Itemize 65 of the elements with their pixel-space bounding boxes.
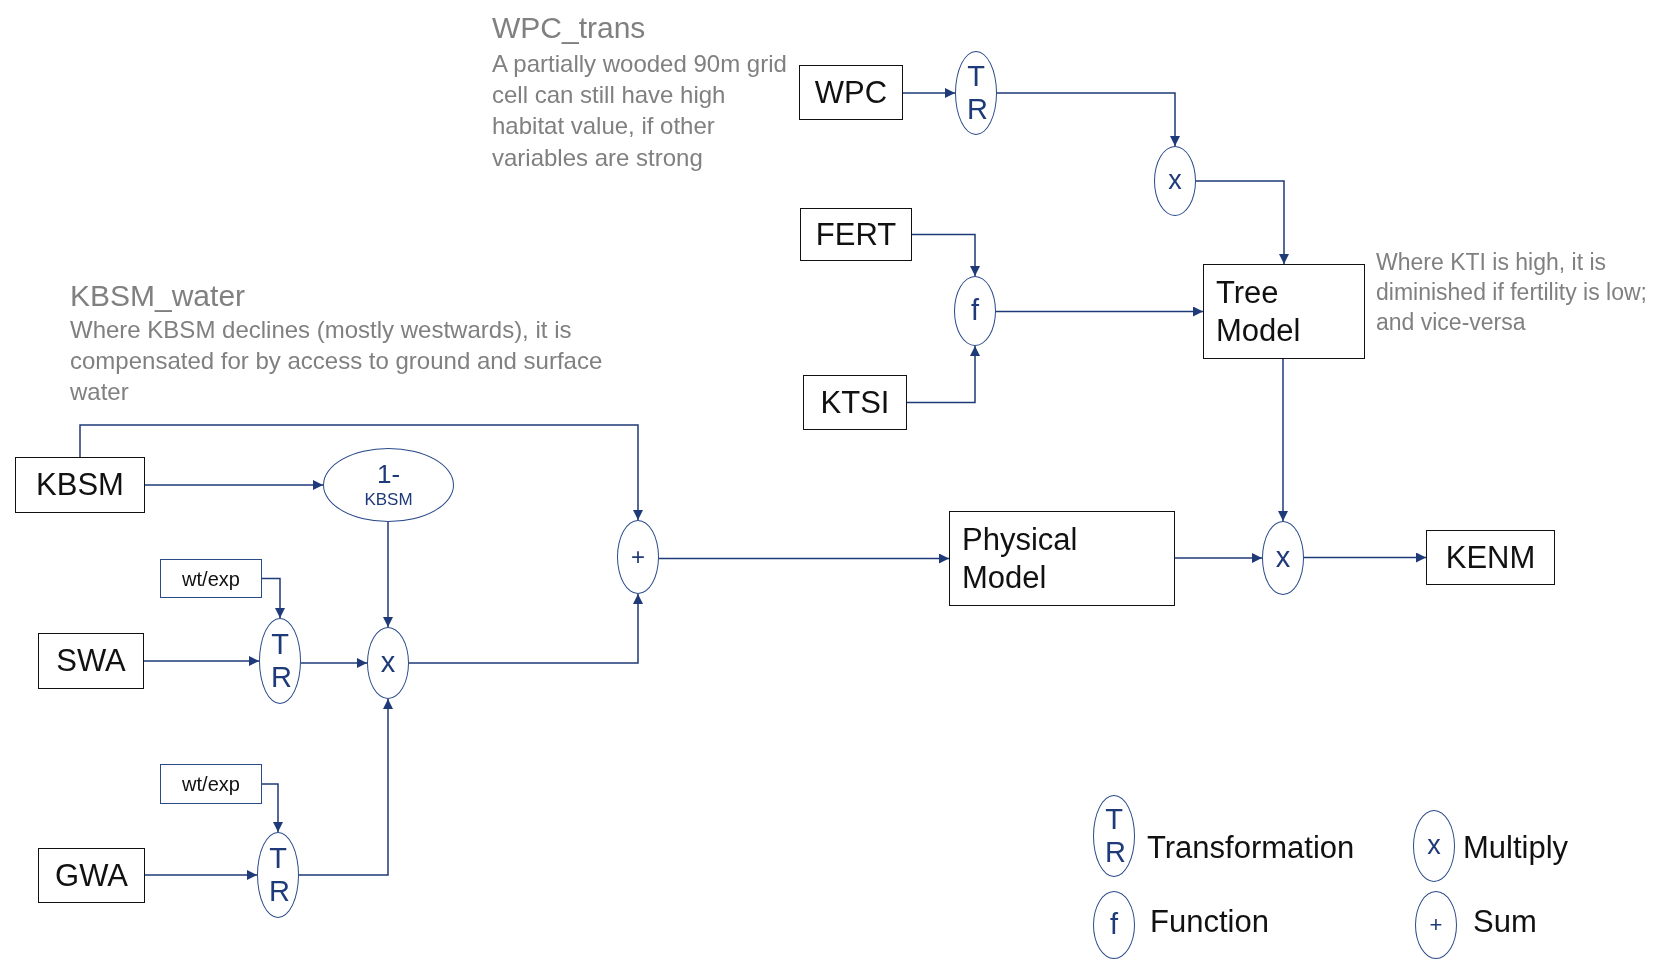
- process-box: [38, 848, 145, 903]
- arrow: [408, 593, 643, 664]
- arrow: [261, 783, 283, 833]
- arrow: [1278, 358, 1288, 522]
- note-text: Where KBSM declines (mostly westwards), it is compensated for by access to ground and surface water: [70, 315, 604, 408]
- node-label: KTSI: [820, 383, 890, 422]
- process-box: [1426, 530, 1555, 585]
- arrow: [906, 345, 980, 404]
- arrow: [300, 658, 368, 668]
- operator-symbol: T R: [271, 627, 289, 695]
- operator-symbol: T R: [967, 59, 985, 127]
- symbol-description: Transformation: [1147, 830, 1355, 866]
- operator-symbol: f: [969, 294, 981, 328]
- arrow: [1303, 552, 1427, 563]
- arrow: [1174, 553, 1263, 563]
- node-label: SWA: [56, 642, 126, 680]
- arrow: [144, 870, 258, 880]
- process-box: [160, 764, 262, 804]
- node-label: wt/exp: [182, 566, 240, 591]
- operator-symbol: T R: [269, 841, 287, 909]
- operator-symbol: x: [1274, 541, 1292, 575]
- arrow: [996, 92, 1180, 147]
- symbol-description: Function: [1150, 904, 1269, 940]
- node-label: Tree Model: [1216, 274, 1302, 349]
- symbol-description: Sum: [1473, 904, 1537, 940]
- process-box: [160, 559, 262, 598]
- operator-symbol: 1-: [375, 460, 402, 491]
- operator-symbol: T R: [1105, 802, 1123, 870]
- process-box: [803, 375, 907, 430]
- operator-symbol: x: [1167, 165, 1183, 197]
- operator-symbol: KBSM: [363, 490, 414, 510]
- node-label: KBSM: [36, 466, 124, 504]
- process-box: [800, 208, 912, 261]
- arrow: [911, 233, 980, 277]
- note-heading: KBSM_water: [70, 278, 247, 314]
- note-text: A partially wooded 90m grid cell can still have high habitat value, if other variables are strong: [492, 49, 788, 173]
- process-box: [15, 457, 145, 513]
- note-text: Where KTI is high, it is diminished if fertility is low; and vice-versa: [1376, 248, 1648, 337]
- arrow: [79, 424, 643, 521]
- operator-symbol: f: [1108, 908, 1120, 942]
- node-label: WPC: [814, 73, 888, 112]
- arrow: [1195, 180, 1289, 265]
- process-box: [1203, 264, 1365, 359]
- arrow: [298, 698, 393, 876]
- node-label: Physical Model: [962, 521, 1079, 596]
- process-box: [38, 633, 144, 689]
- arrow: [658, 553, 950, 564]
- operator-symbol: +: [1428, 912, 1444, 938]
- node-label: GWA: [55, 856, 128, 895]
- arrow: [261, 577, 285, 619]
- symbol-description: Multiply: [1463, 830, 1569, 866]
- operator-symbol: x: [379, 646, 397, 680]
- operator-symbol: +: [630, 543, 646, 571]
- arrow: [143, 656, 260, 666]
- node-label: wt/exp: [182, 772, 240, 796]
- process-box: [799, 65, 903, 120]
- arrow: [995, 306, 1204, 317]
- arrow: [144, 480, 324, 490]
- operator-symbol: x: [1426, 830, 1442, 862]
- arrow: [902, 88, 956, 98]
- arrow: [383, 521, 393, 628]
- node-label: KENM: [1445, 538, 1536, 577]
- node-label: FERT: [815, 215, 897, 254]
- note-heading: WPC_trans: [492, 10, 647, 46]
- process-box: [949, 511, 1175, 606]
